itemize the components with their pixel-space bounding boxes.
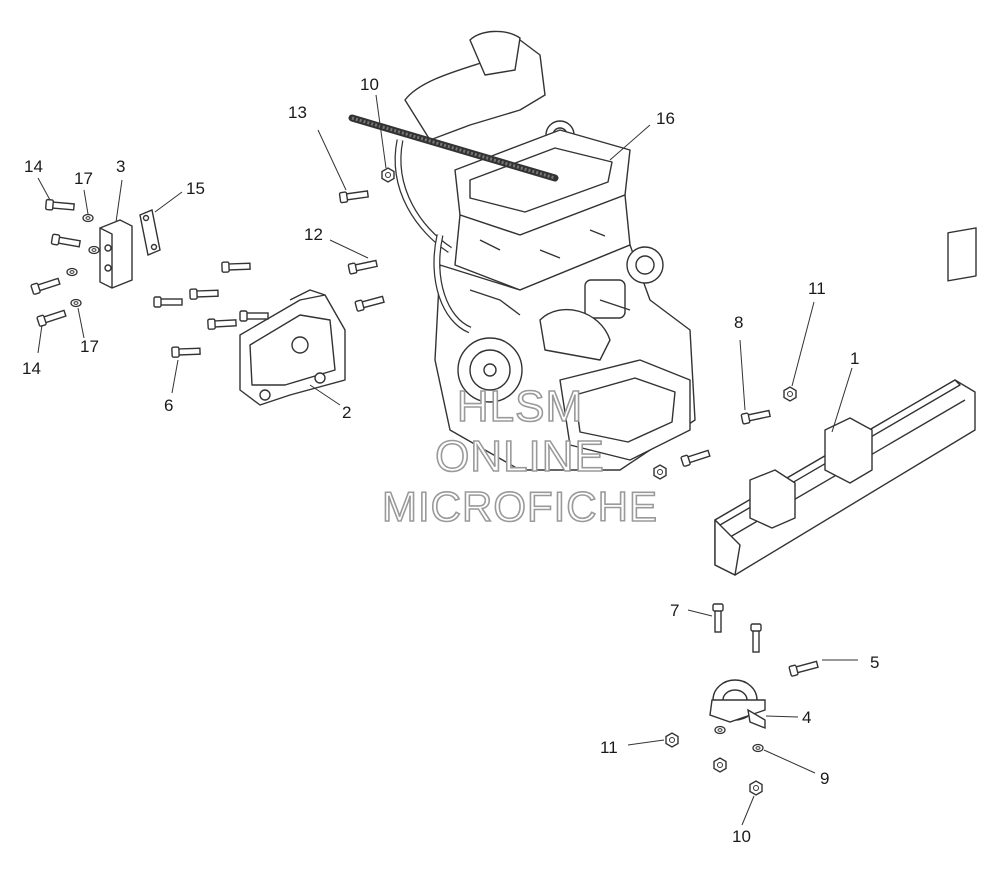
- rubber-engine-mount: [709, 679, 766, 730]
- leader-lines: [37, 94, 858, 826]
- engine-mount-block: [99, 219, 133, 289]
- callout-14-lower[interactable]: 14: [22, 359, 41, 378]
- callout-2[interactable]: 2: [342, 403, 352, 422]
- callout-3[interactable]: 3: [116, 157, 126, 176]
- callout-9[interactable]: 9: [820, 769, 830, 788]
- callout-7[interactable]: 7: [670, 601, 680, 620]
- engine-mount-bracket: [239, 289, 346, 406]
- callout-1[interactable]: 1: [850, 349, 860, 368]
- callout-13[interactable]: 13: [288, 103, 307, 122]
- callout-10-lower[interactable]: 10: [732, 827, 751, 846]
- engine-assembly: [394, 30, 696, 471]
- callout-4[interactable]: 4: [802, 708, 812, 727]
- callout-11-upper[interactable]: 11: [808, 279, 826, 298]
- callout-8[interactable]: 8: [734, 313, 744, 332]
- mount-strap: [139, 209, 161, 256]
- fasteners: [30, 167, 820, 796]
- callout-11-lower[interactable]: 11: [600, 738, 618, 757]
- callout-15[interactable]: 15: [186, 179, 205, 198]
- callout-6[interactable]: 6: [164, 396, 174, 415]
- long-through-bolt: [348, 114, 559, 182]
- callout-14-upper[interactable]: 14: [24, 157, 43, 176]
- callout-5[interactable]: 5: [870, 653, 880, 672]
- callout-17-lower[interactable]: 17: [80, 337, 99, 356]
- frame-crossmember: [714, 227, 977, 576]
- callout-16[interactable]: 16: [656, 109, 675, 128]
- callout-17-upper[interactable]: 17: [74, 169, 93, 188]
- callout-12[interactable]: 12: [304, 225, 323, 244]
- callout-10-upper[interactable]: 10: [360, 75, 379, 94]
